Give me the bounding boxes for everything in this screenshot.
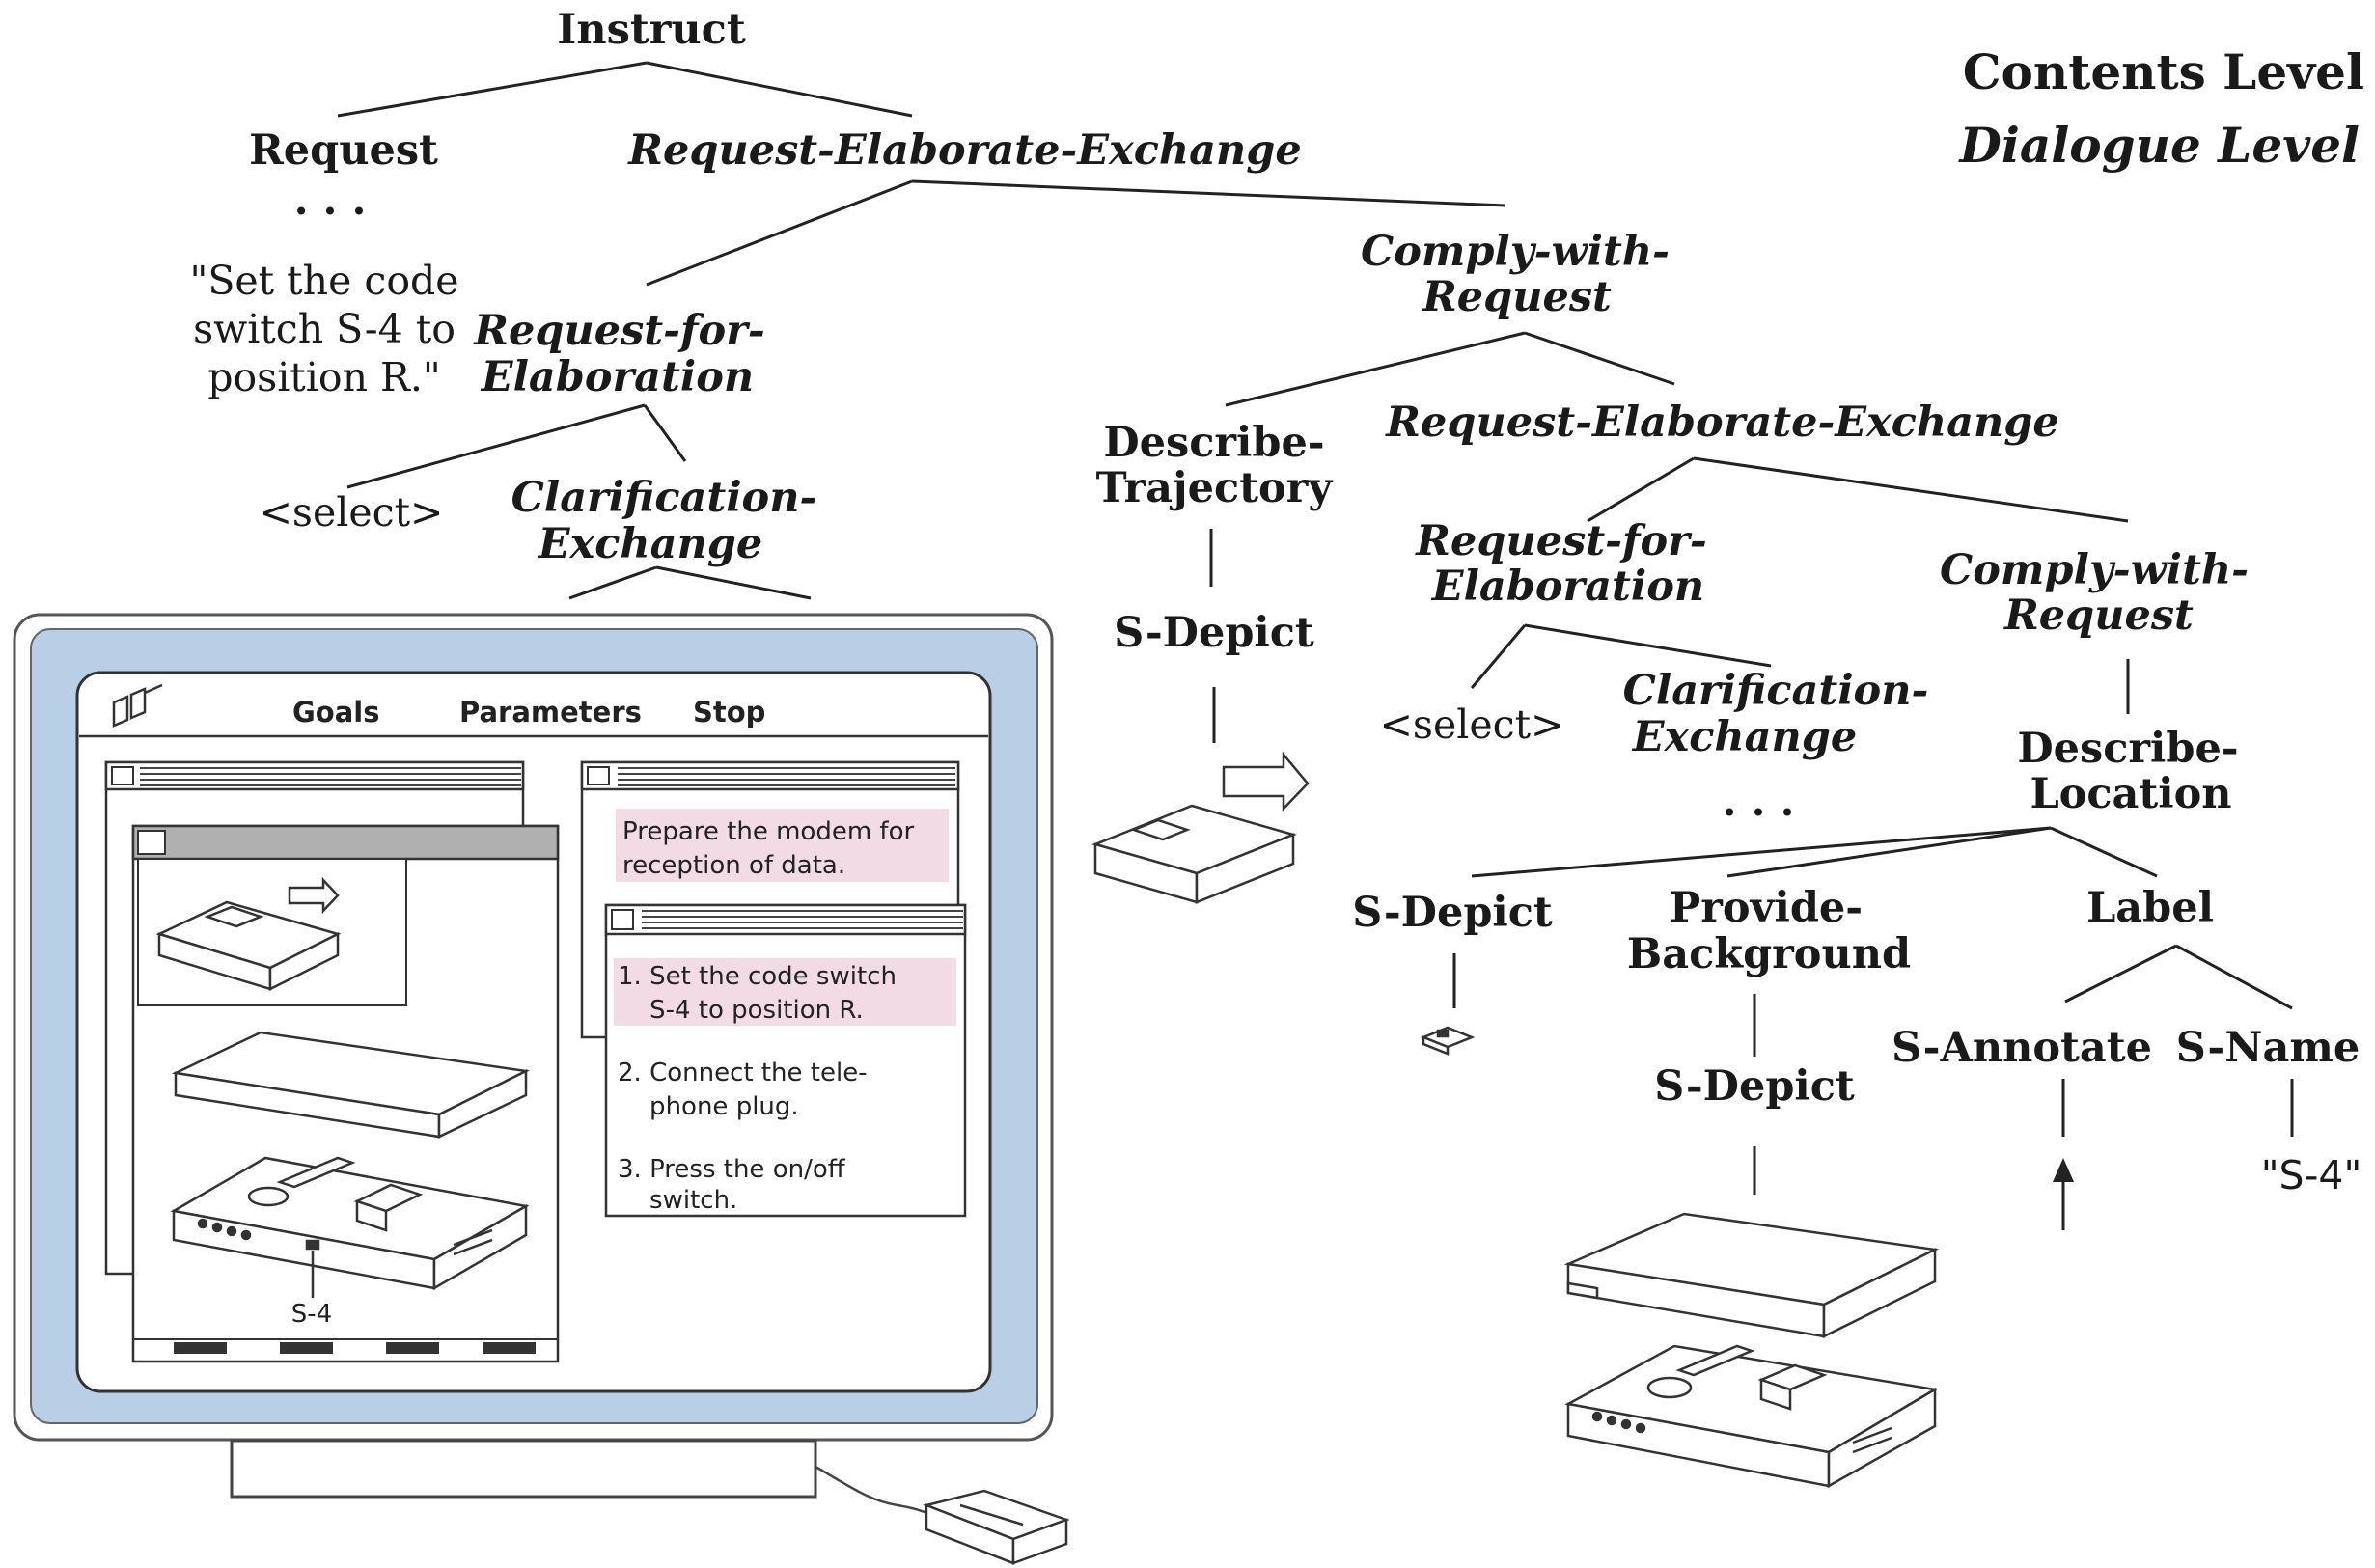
node-rfe-right-line-2: Elaboration <box>1430 563 1704 611</box>
trajectory-arrow-icon <box>1222 751 1310 812</box>
node-rfe-left-line-2: Elaboration <box>480 353 754 401</box>
node-describe-trajectory-line-2: Trajectory <box>1096 464 1335 512</box>
app-logo-icon <box>112 683 163 728</box>
instruction-3-line-2[interactable]: switch. <box>618 1186 737 1215</box>
node-sdepict-location: S-Depict <box>1352 889 1553 937</box>
request-dots: . . . <box>294 177 367 225</box>
window-instructions: 1. Set the code switch S-4 to position R… <box>604 903 967 1218</box>
switch-small-icon <box>1420 1026 1476 1056</box>
node-instruct: Instruct <box>557 6 746 54</box>
node-describe-location-line-2: Location <box>2030 770 2231 818</box>
annotation-arrow-icon <box>2053 1158 2074 1230</box>
node-ree-right: Request-Elaborate-Exchange <box>1384 399 2058 447</box>
instruction-2-line-2[interactable]: phone plug. <box>618 1092 799 1121</box>
node-clar-left-line-1: Clarification- <box>511 474 817 522</box>
instruction-1-line-2[interactable]: S-4 to position R. <box>618 996 864 1025</box>
request-text-line-1: "Set the code <box>189 258 458 304</box>
tree-edges <box>337 61 2294 1195</box>
dialogue-level-label: Dialogue Level <box>1958 117 2360 174</box>
node-cwr-right-line-1: Comply-with- <box>1940 546 2249 594</box>
node-cwr-top-line-2: Request <box>1421 273 1612 321</box>
node-select-left: <select> <box>260 489 444 536</box>
tree-nodes: Instruct Request . . . "Set the code swi… <box>189 6 2361 1198</box>
instruction-highlight <box>614 958 956 1026</box>
node-provide-background-line-2: Background <box>1627 930 1911 978</box>
contents-level-label: Contents Level <box>1963 43 2364 100</box>
s4-value: "S-4" <box>2261 1152 2362 1198</box>
node-sdepict-trajectory: S-Depict <box>1114 609 1314 657</box>
node-describe-location-line-1: Describe- <box>2017 725 2238 773</box>
step-text-line-2: reception of data. <box>622 851 845 880</box>
node-s-annotate: S-Annotate <box>1892 1024 2152 1072</box>
node-label: Label <box>2086 884 2214 932</box>
scroll-segment[interactable] <box>174 1342 227 1354</box>
node-s-name: S-Name <box>2176 1024 2361 1072</box>
step-text-line-1: Prepare the modem for <box>622 817 914 846</box>
switch-label: S-4 <box>291 1300 332 1329</box>
node-sdepict-background: S-Depict <box>1654 1062 1855 1111</box>
node-clar-right-line-2: Exchange <box>1631 713 1857 761</box>
node-cwr-right-line-2: Request <box>2002 591 2194 640</box>
node-provide-background-line-1: Provide- <box>1670 884 1863 932</box>
instruction-2-line-1[interactable]: 2. Connect the tele- <box>618 1059 868 1087</box>
node-request: Request <box>249 126 438 175</box>
clar-right-dots: . . . <box>1723 778 1795 826</box>
step-highlight <box>616 809 949 882</box>
window-illustration: S-4 <box>131 824 560 1363</box>
request-text-line-2: switch S-4 to <box>193 306 456 352</box>
modem-small-icon <box>1091 804 1297 904</box>
node-rfe-right-line-1: Request-for- <box>1414 517 1706 565</box>
modem-exploded-right-icon <box>1563 1212 1940 1489</box>
scroll-segment[interactable] <box>386 1342 439 1354</box>
instruction-3-line-1[interactable]: 3. Press the on/off <box>618 1155 846 1184</box>
scroll-segment[interactable] <box>483 1342 536 1354</box>
node-describe-trajectory-line-1: Describe- <box>1103 419 1324 467</box>
node-clar-right-line-1: Clarification- <box>1623 667 1929 715</box>
level-legend: Contents Level Dialogue Level <box>1958 43 2364 174</box>
node-select-right: <select> <box>1380 701 1564 748</box>
node-rfe-left-line-1: Request-for- <box>472 307 764 355</box>
instruction-1-line-1[interactable]: 1. Set the code switch <box>618 962 897 991</box>
menu-goals[interactable]: Goals <box>292 696 380 729</box>
request-text-line-3: position R." <box>207 354 441 400</box>
screen-menu-bar: Goals Parameters Stop <box>79 683 988 738</box>
menu-stop[interactable]: Stop <box>693 696 765 729</box>
node-ree-top: Request-Elaborate-Exchange <box>626 126 1301 175</box>
node-cwr-top-line-1: Comply-with- <box>1361 228 1670 276</box>
menu-parameters[interactable]: Parameters <box>459 696 642 729</box>
node-clar-left-line-2: Exchange <box>537 520 762 568</box>
scroll-segment[interactable] <box>280 1342 333 1354</box>
